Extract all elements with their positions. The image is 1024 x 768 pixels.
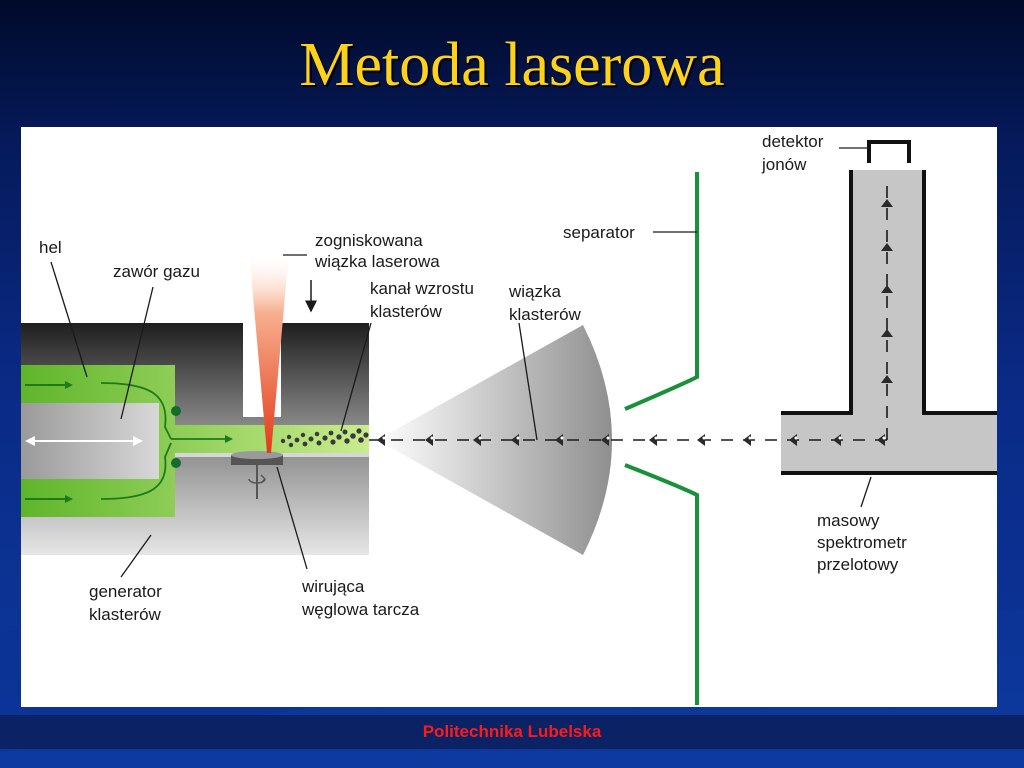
cluster-growth-dots <box>280 428 369 448</box>
label-masowy-3: przelotowy <box>817 555 899 574</box>
label-wiazka-1: wiązka <box>508 282 562 301</box>
cluster-generator <box>21 323 369 555</box>
label-wiazka-2: klasterów <box>509 305 582 324</box>
footer-bar <box>0 715 1024 749</box>
label-wirujaca-1: wirująca <box>301 577 365 596</box>
ion-detector <box>867 140 911 163</box>
time-of-flight-spectrometer <box>781 140 997 475</box>
leader-lines <box>50 147 872 578</box>
label-detektor-1: detektor <box>762 132 824 151</box>
label-laser-2: wiązka laserowa <box>314 252 440 271</box>
label-zawor-gazu: zawór gazu <box>113 262 200 281</box>
label-detektor-2: jonów <box>761 155 807 174</box>
label-separator: separator <box>563 223 635 242</box>
footer-text: Politechnika Lubelska <box>422 722 602 741</box>
label-kanal-1: kanał wzrostu <box>370 279 474 298</box>
label-masowy-2: spektrometr <box>817 533 907 552</box>
cluster-beam-cone <box>377 325 612 555</box>
separator-skimmer <box>624 172 699 705</box>
figure-panel: hel zawór gazu zogniskowana wiązka laser… <box>21 127 997 707</box>
laser-beam <box>249 251 289 453</box>
label-laser-1: zogniskowana <box>315 231 423 250</box>
label-kanal-2: klasterów <box>370 302 443 321</box>
slide-title: Metoda laserowa <box>299 31 725 99</box>
label-generator-1: generator <box>89 582 162 601</box>
label-generator-2: klasterów <box>89 605 162 624</box>
label-wirujaca-2: węglowa tarcza <box>301 600 420 619</box>
label-hel: hel <box>39 238 62 257</box>
cluster-beam-line <box>369 179 888 441</box>
label-masowy-1: masowy <box>817 511 880 530</box>
cluster-markers <box>377 199 893 446</box>
cluster-generation-diagram: hel zawór gazu zogniskowana wiązka laser… <box>21 132 997 705</box>
carbon-target-disk <box>231 455 283 465</box>
